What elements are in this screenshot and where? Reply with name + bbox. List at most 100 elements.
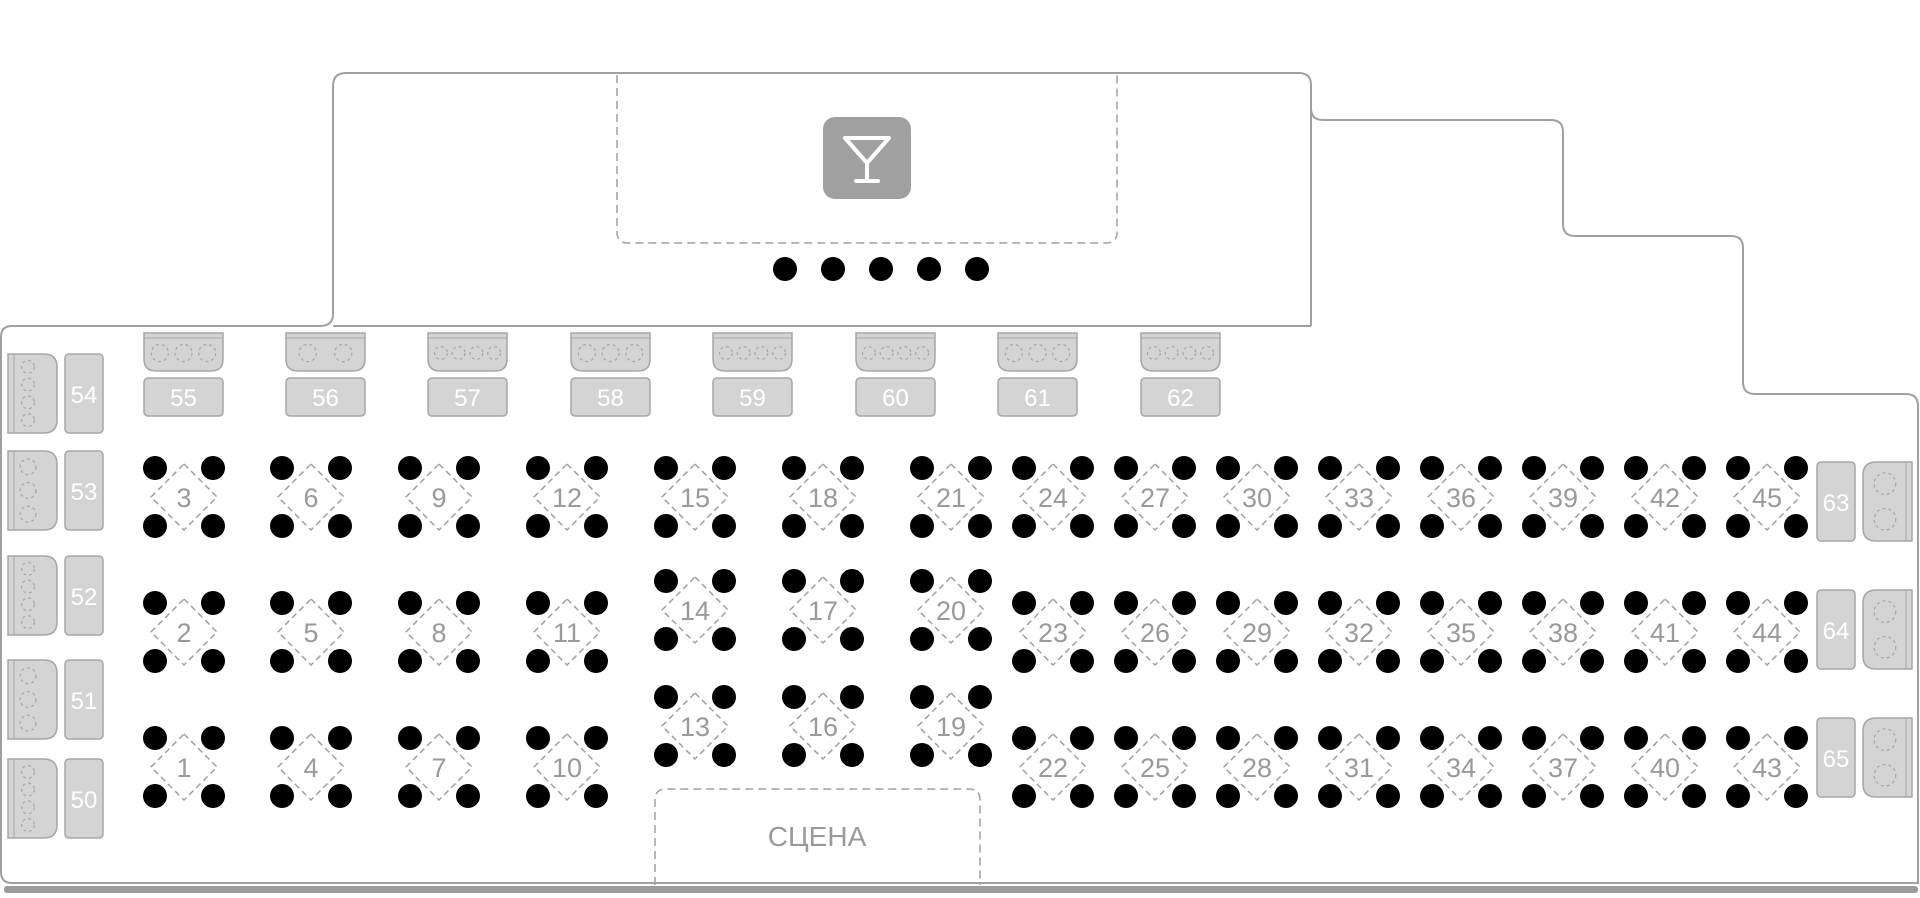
table-12[interactable]: 12: [526, 456, 608, 538]
seat[interactable]: [968, 514, 992, 538]
sofa-seat[interactable]: [879, 346, 894, 360]
booth-60[interactable]: 60: [855, 332, 936, 417]
seat[interactable]: [456, 726, 480, 750]
seat[interactable]: [1522, 726, 1546, 750]
seat[interactable]: [584, 514, 608, 538]
sofa-seat[interactable]: [1052, 343, 1071, 363]
seat[interactable]: [1784, 514, 1808, 538]
seat[interactable]: [1070, 456, 1094, 480]
seat[interactable]: [1172, 591, 1196, 615]
table-20[interactable]: 20: [910, 569, 992, 651]
seat[interactable]: [1682, 649, 1706, 673]
seat[interactable]: [526, 726, 550, 750]
sofa-seat[interactable]: [21, 377, 35, 392]
bar-seat[interactable]: [917, 257, 941, 281]
seat[interactable]: [782, 569, 806, 593]
seat[interactable]: [910, 627, 934, 651]
sofa-seat[interactable]: [21, 561, 35, 576]
sofa-seat[interactable]: [21, 413, 35, 428]
seat[interactable]: [910, 569, 934, 593]
sofa-seat[interactable]: [21, 764, 35, 779]
sofa-seat[interactable]: [1146, 346, 1161, 360]
booth-63[interactable]: 63: [1816, 461, 1913, 542]
seat[interactable]: [910, 685, 934, 709]
seat[interactable]: [328, 591, 352, 615]
seat[interactable]: [1580, 514, 1604, 538]
seat[interactable]: [1478, 784, 1502, 808]
seat[interactable]: [1012, 649, 1036, 673]
seat[interactable]: [201, 456, 225, 480]
seat[interactable]: [782, 514, 806, 538]
seat[interactable]: [328, 514, 352, 538]
seat[interactable]: [1624, 784, 1648, 808]
seat[interactable]: [910, 514, 934, 538]
seat[interactable]: [1070, 784, 1094, 808]
sofa-seat[interactable]: [915, 346, 930, 360]
seat[interactable]: [712, 685, 736, 709]
seat[interactable]: [1522, 456, 1546, 480]
seat[interactable]: [840, 569, 864, 593]
seat[interactable]: [1624, 591, 1648, 615]
seat[interactable]: [1216, 591, 1240, 615]
seat[interactable]: [1580, 784, 1604, 808]
seat[interactable]: [910, 743, 934, 767]
sofa-seat[interactable]: [19, 667, 37, 685]
seat[interactable]: [398, 649, 422, 673]
seat[interactable]: [1376, 649, 1400, 673]
table-36[interactable]: 36: [1420, 456, 1502, 538]
booth-53[interactable]: 53: [7, 450, 104, 531]
sofa-seat[interactable]: [1004, 343, 1023, 363]
sofa-seat[interactable]: [625, 343, 644, 363]
seat[interactable]: [143, 726, 167, 750]
seat[interactable]: [840, 743, 864, 767]
table-1[interactable]: 1: [143, 726, 225, 808]
sofa-seat[interactable]: [577, 343, 596, 363]
seat[interactable]: [456, 649, 480, 673]
table-8[interactable]: 8: [398, 591, 480, 673]
table-24[interactable]: 24: [1012, 456, 1094, 538]
table-4[interactable]: 4: [270, 726, 352, 808]
seat[interactable]: [1522, 514, 1546, 538]
table-37[interactable]: 37: [1522, 726, 1604, 808]
seat[interactable]: [712, 743, 736, 767]
seat[interactable]: [1318, 514, 1342, 538]
seat[interactable]: [1420, 591, 1444, 615]
seat[interactable]: [1726, 726, 1750, 750]
sofa-seat[interactable]: [718, 346, 733, 360]
seat[interactable]: [1478, 726, 1502, 750]
seat[interactable]: [1726, 514, 1750, 538]
seat[interactable]: [328, 456, 352, 480]
table-45[interactable]: 45: [1726, 456, 1808, 538]
sofa-seat[interactable]: [174, 343, 193, 363]
seat[interactable]: [1274, 726, 1298, 750]
table-32[interactable]: 32: [1318, 591, 1400, 673]
seat[interactable]: [968, 743, 992, 767]
table-21[interactable]: 21: [910, 456, 992, 538]
table-22[interactable]: 22: [1012, 726, 1094, 808]
sofa-seat[interactable]: [451, 346, 466, 360]
seat[interactable]: [712, 456, 736, 480]
seat[interactable]: [270, 591, 294, 615]
seat[interactable]: [1376, 784, 1400, 808]
seat[interactable]: [1318, 784, 1342, 808]
table-41[interactable]: 41: [1624, 591, 1706, 673]
seat[interactable]: [1420, 726, 1444, 750]
bar-icon-group[interactable]: [823, 117, 911, 199]
sofa-seat[interactable]: [21, 359, 35, 374]
sofa-seat[interactable]: [19, 714, 37, 732]
booth-59[interactable]: 59: [712, 332, 793, 417]
table-35[interactable]: 35: [1420, 591, 1502, 673]
seat[interactable]: [840, 514, 864, 538]
table-5[interactable]: 5: [270, 591, 352, 673]
sofa-seat[interactable]: [19, 505, 37, 523]
seat[interactable]: [1274, 591, 1298, 615]
seat[interactable]: [1216, 726, 1240, 750]
seat[interactable]: [840, 627, 864, 651]
seat[interactable]: [526, 591, 550, 615]
seat[interactable]: [1376, 514, 1400, 538]
seat[interactable]: [1682, 784, 1706, 808]
table-44[interactable]: 44: [1726, 591, 1808, 673]
booth-62[interactable]: 62: [1140, 332, 1221, 417]
sofa-seat[interactable]: [1164, 346, 1179, 360]
seat[interactable]: [1114, 456, 1138, 480]
